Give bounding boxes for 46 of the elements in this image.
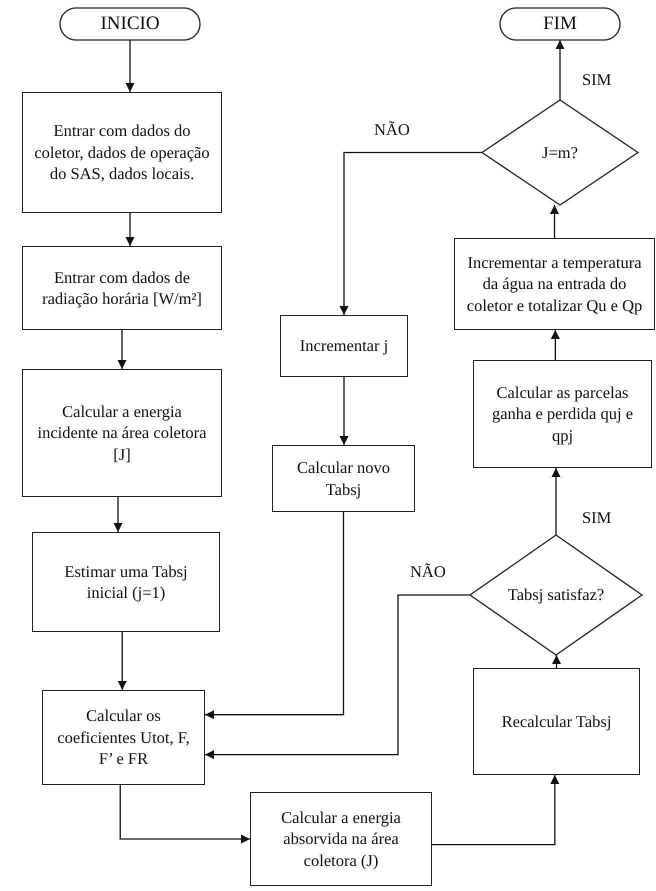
process-box <box>250 792 432 886</box>
node-text: Entrar com dados de radiação horária [W/m²] <box>41 266 203 310</box>
arrow <box>550 330 560 360</box>
node-text: FIM <box>543 12 577 36</box>
process-box <box>22 246 222 330</box>
process-box <box>473 360 652 468</box>
node-text: Calcular os coeficientes Utot, F, F’ e FR <box>56 705 191 770</box>
process-box <box>22 369 222 497</box>
node-text: Recalcular Tabsj <box>502 710 612 732</box>
process-box <box>272 445 415 512</box>
process-box <box>22 92 222 213</box>
arrow <box>126 213 134 246</box>
arrow <box>552 468 560 535</box>
arrow <box>340 377 348 445</box>
node-text: Calcular a energia incidente na área coletora [J] <box>36 400 208 466</box>
terminal-shape <box>60 8 200 40</box>
process-box <box>280 315 408 377</box>
node-text: Calcular as parcelas ganha e perdida quj e qpj <box>490 382 634 446</box>
arrow <box>205 512 344 720</box>
process-box <box>32 532 220 632</box>
process-box <box>42 690 205 785</box>
decision-diamond <box>482 100 638 205</box>
arrow <box>340 152 482 315</box>
arrow <box>550 205 559 238</box>
arrow <box>126 40 134 92</box>
node-text: J=m? <box>542 142 578 164</box>
arrow <box>118 632 127 690</box>
arrow <box>556 40 564 100</box>
decision-diamond <box>470 535 642 655</box>
node-text: Calcular a energia absorvida na área coletora (J) <box>280 806 402 872</box>
terminal-shape <box>500 8 620 40</box>
node-text: Incrementar j <box>300 335 388 357</box>
process-box <box>454 238 655 330</box>
process-box <box>473 668 640 775</box>
node-text: Tabsj satisfaz? <box>508 584 604 606</box>
arrow <box>552 655 561 668</box>
arrow <box>205 594 470 760</box>
node-text: Calcular novo Tabsj <box>296 457 391 500</box>
arrow <box>432 775 560 846</box>
node-text: Incrementar a temperatura da água na entrada do coletor e totalizar Qu e Qp <box>466 252 644 316</box>
node-text: Entrar com dados do coletor, dados de operação do SAS, dados locais. <box>33 120 211 185</box>
node-text: Estimar uma Tabsj inicial (j=1) <box>63 560 189 604</box>
arrow <box>120 785 250 844</box>
node-text: INICIO <box>100 12 160 36</box>
arrow <box>114 497 122 532</box>
arrow <box>118 330 126 369</box>
